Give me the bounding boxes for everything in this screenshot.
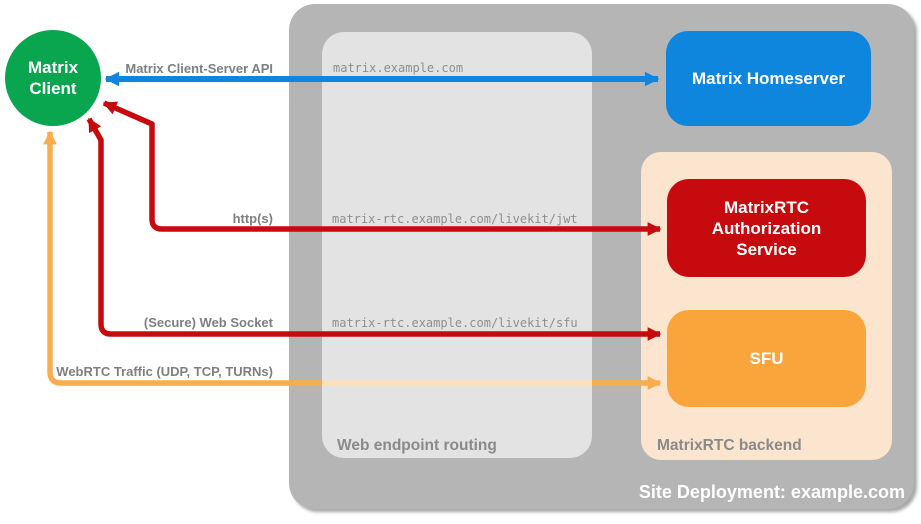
matrix-client-node: Matrix Client	[5, 30, 101, 126]
sfu-node: SFU	[667, 310, 866, 407]
endpoint-url-jwt: matrix-rtc.example.com/livekit/jwt	[332, 212, 578, 226]
websocket-arrow-label: (Secure) Web Socket	[143, 315, 273, 330]
matrix-homeserver-label: Matrix Homeserver	[691, 69, 846, 88]
web-endpoint-routing-label: Web endpoint routing	[337, 437, 497, 454]
endpoint-url-sfu: matrix-rtc.example.com/livekit/sfu	[332, 316, 578, 330]
web-endpoint-routing-panel	[322, 32, 592, 458]
auth-service-label: MatrixRTC Authorization Service	[711, 197, 822, 259]
auth-service-node: MatrixRTC Authorization Service	[667, 179, 866, 277]
https-arrow-label: http(s)	[232, 211, 273, 226]
matrix-client-label: Matrix Client	[27, 58, 79, 98]
sfu-label: SFU	[749, 349, 784, 368]
matrix-homeserver-node: Matrix Homeserver	[666, 31, 871, 126]
webrtc-arrow-label: WebRTC Traffic (UDP, TCP, TURNs)	[56, 364, 273, 379]
site-deployment-title: Site Deployment: example.com	[638, 482, 905, 502]
matrixrtc-backend-label: MatrixRTC backend	[657, 437, 802, 454]
endpoint-url-homeserver: matrix.example.com	[333, 61, 464, 75]
client-server-api-arrow-label: Matrix Client-Server API	[125, 61, 273, 76]
